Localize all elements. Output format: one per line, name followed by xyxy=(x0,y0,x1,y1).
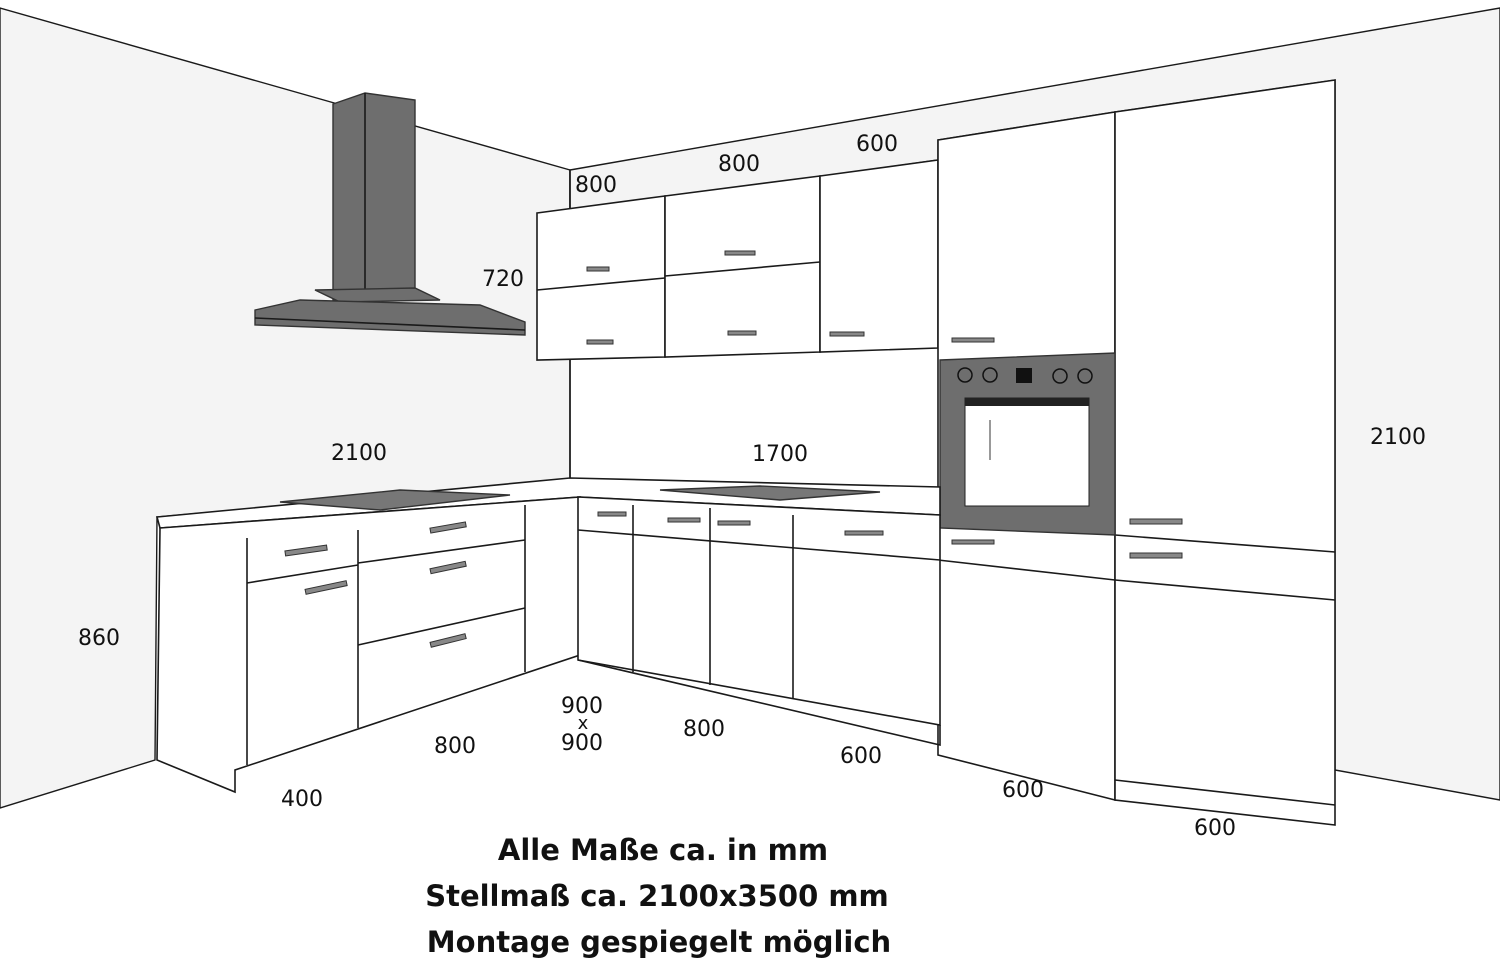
dim-base-400: 400 xyxy=(281,787,323,812)
dim-upper-800-mid: 800 xyxy=(718,152,760,177)
caption-mirrored: Montage gespiegelt möglich xyxy=(427,925,891,959)
dim-base-600-a: 600 xyxy=(840,744,882,769)
dim-base-800-right: 800 xyxy=(683,717,725,742)
caption-units: Alle Maße ca. in mm xyxy=(498,833,828,867)
dim-corner-x: x xyxy=(578,713,589,734)
dim-base-800-left: 800 xyxy=(434,734,476,759)
caption-installation-size: Stellmaß ca. 2100x3500 mm xyxy=(425,879,889,913)
dim-upper-800-left: 800 xyxy=(575,173,617,198)
dim-tall-height: 2100 xyxy=(1370,425,1426,450)
dim-counter-right: 1700 xyxy=(752,442,808,467)
base-cabinets xyxy=(156,496,1336,806)
dim-upper-600: 600 xyxy=(856,132,898,157)
oven xyxy=(939,352,1116,536)
dim-corner-depth: 900 xyxy=(561,731,603,756)
dim-base-600-c: 600 xyxy=(1194,816,1236,841)
upper-cabinets xyxy=(536,159,939,361)
dim-upper-height: 720 xyxy=(482,267,524,292)
extractor-hood xyxy=(254,92,526,336)
dim-base-height: 860 xyxy=(78,626,120,651)
dim-base-600-b: 600 xyxy=(1002,778,1044,803)
dim-counter-left: 2100 xyxy=(331,441,387,466)
dim-corner-width: 900 xyxy=(561,694,603,719)
